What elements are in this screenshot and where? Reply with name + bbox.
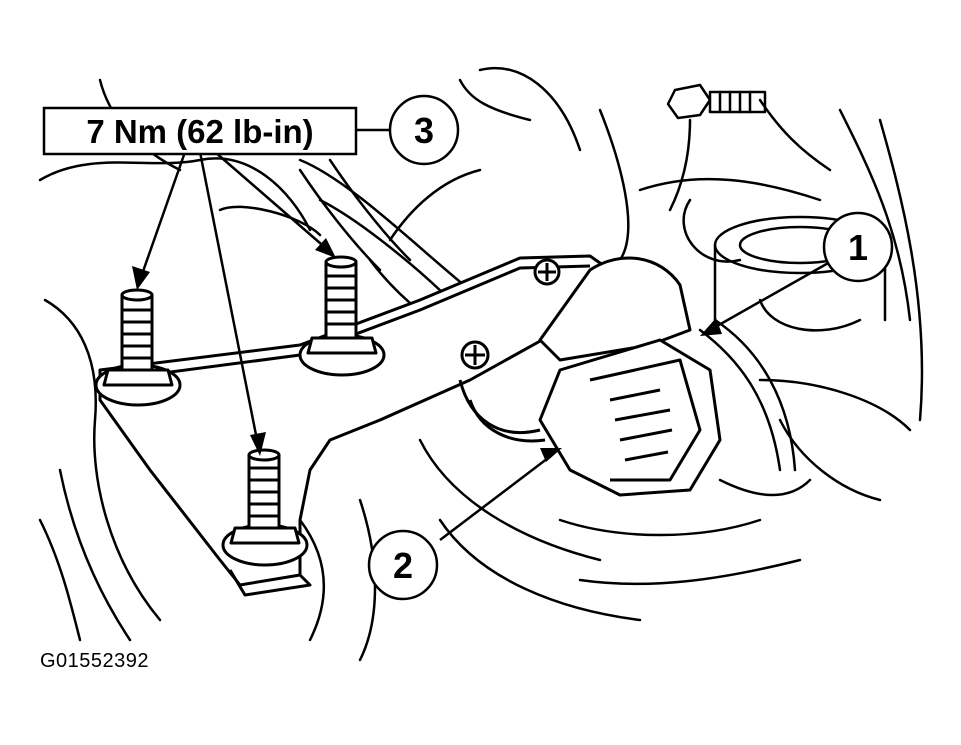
callout-3: 3: [388, 94, 460, 166]
sensor-bracket: [98, 254, 612, 597]
camshaft-position-sensor: [458, 256, 722, 497]
torque-spec-label: 7 Nm (62 lb-in): [86, 113, 313, 150]
callout-1-number: 1: [848, 227, 868, 268]
callout-2: 2: [367, 529, 439, 601]
callout-3-number: 3: [414, 110, 434, 151]
callout-2-number: 2: [393, 545, 413, 586]
background-engine-linework: [38, 66, 924, 662]
leader-arrowheads: [132, 238, 722, 462]
torque-spec-box: [42, 106, 358, 156]
leader-lines: [138, 128, 831, 541]
figure-id: G01552392: [40, 650, 150, 672]
bracket-nuts: [94, 255, 386, 567]
callout-1: 1: [822, 211, 894, 283]
